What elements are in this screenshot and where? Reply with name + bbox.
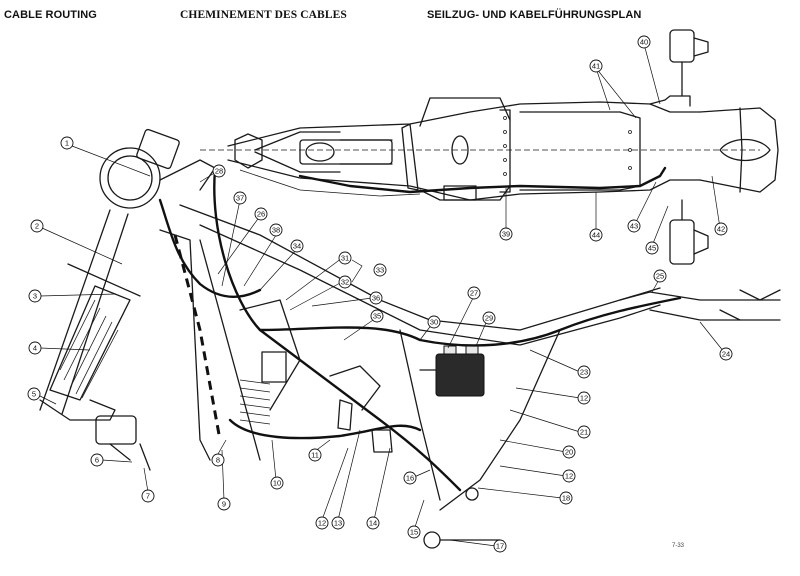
leader-lines bbox=[35, 43, 725, 547]
side-view-frame bbox=[39, 128, 781, 549]
callout-c7: 7 bbox=[141, 489, 155, 503]
page-number: 7-33 bbox=[672, 543, 685, 549]
callout-label: 11 bbox=[311, 451, 319, 460]
callout-label: 32 bbox=[341, 278, 349, 287]
callout-label: 12 bbox=[318, 519, 326, 528]
callout-c26: 26 bbox=[254, 207, 268, 221]
callout-c9: 9 bbox=[217, 497, 231, 511]
callout-label: 16 bbox=[406, 474, 414, 483]
callout-c18: 18 bbox=[559, 491, 573, 505]
callout-c37: 37 bbox=[233, 191, 247, 205]
callout-c23: 23 bbox=[577, 365, 591, 379]
callout-c33: 33 bbox=[373, 263, 387, 277]
callout-label: 24 bbox=[722, 350, 730, 359]
callout-label: 35 bbox=[373, 312, 381, 321]
callout-c27: 27 bbox=[467, 286, 481, 300]
callout-c1: 1 bbox=[60, 136, 74, 150]
title-german: SEILZUG- UND KABELFÜHRUNGSPLAN bbox=[427, 9, 642, 21]
callout-label: 33 bbox=[376, 266, 384, 275]
callout-c45: 45 bbox=[645, 241, 659, 255]
callout-c34: 34 bbox=[290, 239, 304, 253]
callout-label: 31 bbox=[341, 254, 349, 263]
callout-label: 12 bbox=[565, 472, 573, 481]
callout-c14: 14 bbox=[366, 516, 380, 530]
callout-c35: 35 bbox=[370, 309, 384, 323]
callout-label: 41 bbox=[592, 62, 600, 71]
callout-c12a: 12 bbox=[315, 516, 329, 530]
callout-c28: 28 bbox=[212, 164, 226, 178]
callout-c39: 39 bbox=[499, 227, 513, 241]
callout-label: 15 bbox=[410, 528, 418, 537]
callout-label: 14 bbox=[369, 519, 377, 528]
callout-c17: 17 bbox=[493, 539, 507, 553]
callout-label: 7 bbox=[146, 492, 150, 501]
callout-label: 39 bbox=[502, 230, 510, 239]
callout-label: 20 bbox=[565, 448, 573, 457]
top-view-frame bbox=[200, 29, 779, 265]
callout-c2: 2 bbox=[30, 219, 44, 233]
callout-label: 28 bbox=[215, 167, 223, 176]
callout-c15: 15 bbox=[407, 525, 421, 539]
callout-label: 21 bbox=[580, 428, 588, 437]
callout-c11: 11 bbox=[308, 448, 322, 462]
callout-c41: 41 bbox=[589, 59, 603, 73]
title-english: CABLE ROUTING bbox=[4, 9, 97, 21]
callout-label: 36 bbox=[372, 294, 380, 303]
callout-label: 34 bbox=[293, 242, 301, 251]
callout-label: 37 bbox=[236, 194, 244, 203]
callout-label: 44 bbox=[592, 231, 600, 240]
callout-c16: 16 bbox=[403, 471, 417, 485]
callout-label: 9 bbox=[222, 500, 226, 509]
callout-label: 40 bbox=[640, 38, 648, 47]
callout-label: 5 bbox=[32, 390, 36, 399]
callout-c10: 10 bbox=[270, 476, 284, 490]
callout-c20: 20 bbox=[562, 445, 576, 459]
callout-c24: 24 bbox=[719, 347, 733, 361]
callout-label: 23 bbox=[580, 368, 588, 377]
callout-label: 38 bbox=[272, 226, 280, 235]
callout-label: 6 bbox=[95, 456, 99, 465]
callout-c36: 36 bbox=[369, 291, 383, 305]
callout-label: 13 bbox=[334, 519, 342, 528]
callout-c30: 30 bbox=[427, 315, 441, 329]
callout-c44: 44 bbox=[589, 228, 603, 242]
callout-c3: 3 bbox=[28, 289, 42, 303]
callout-c38: 38 bbox=[269, 223, 283, 237]
callout-label: 8 bbox=[216, 456, 220, 465]
callout-label: 27 bbox=[470, 289, 478, 298]
callout-label: 12 bbox=[580, 394, 588, 403]
callout-label: 1 bbox=[65, 139, 69, 148]
callout-label: 42 bbox=[717, 225, 725, 234]
callout-c4: 4 bbox=[28, 341, 42, 355]
callout-c13: 13 bbox=[331, 516, 345, 530]
callout-label: 18 bbox=[562, 494, 570, 503]
title-french: CHEMINEMENT DES CABLES bbox=[180, 9, 347, 21]
callout-c25: 25 bbox=[653, 269, 667, 283]
callout-label: 3 bbox=[33, 292, 37, 301]
callout-label: 43 bbox=[630, 222, 638, 231]
callout-label: 2 bbox=[35, 222, 39, 231]
callout-label: 17 bbox=[496, 542, 504, 551]
callout-c6: 6 bbox=[90, 453, 104, 467]
callout-label: 10 bbox=[273, 479, 281, 488]
callout-label: 29 bbox=[485, 314, 493, 323]
callout-c32: 32 bbox=[338, 275, 352, 289]
callout-c42: 42 bbox=[714, 222, 728, 236]
callout-c5: 5 bbox=[27, 387, 41, 401]
callout-c31: 31 bbox=[338, 251, 352, 265]
callout-c40: 40 bbox=[637, 35, 651, 49]
callout-label: 30 bbox=[430, 318, 438, 327]
callout-c12c: 12 bbox=[577, 391, 591, 405]
callout-c21: 21 bbox=[577, 425, 591, 439]
callout-c43: 43 bbox=[627, 219, 641, 233]
callout-label: 4 bbox=[33, 344, 37, 353]
callout-c8: 8 bbox=[211, 453, 225, 467]
callout-c12b: 12 bbox=[562, 469, 576, 483]
callout-label: 25 bbox=[656, 272, 664, 281]
callout-label: 26 bbox=[257, 210, 265, 219]
callout-c29: 29 bbox=[482, 311, 496, 325]
callout-label: 45 bbox=[648, 244, 656, 253]
